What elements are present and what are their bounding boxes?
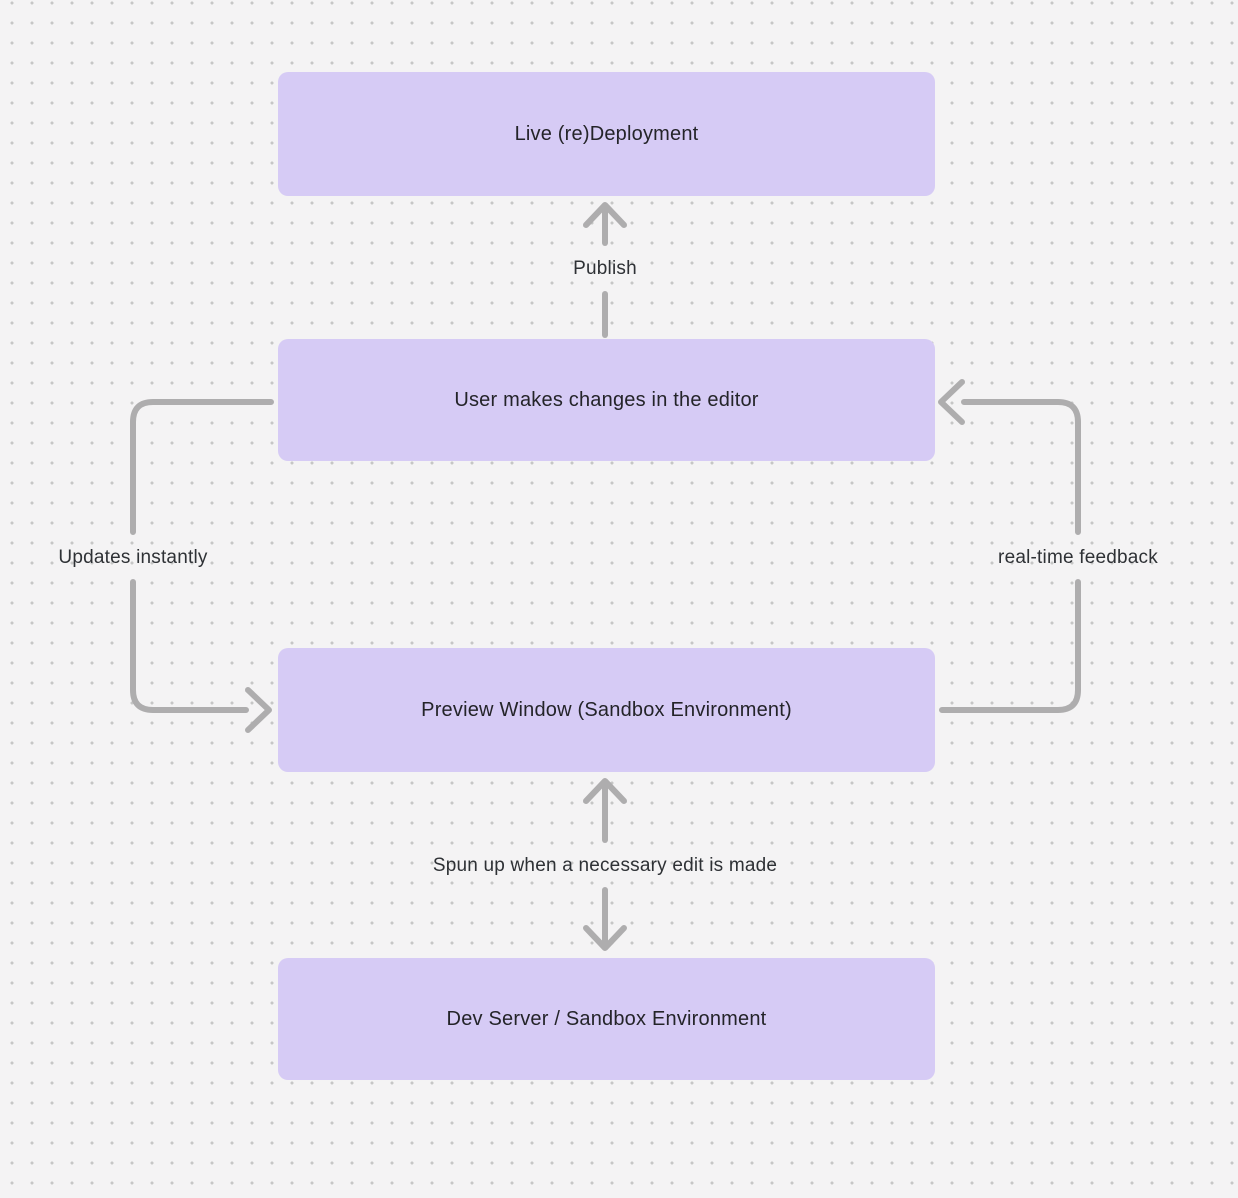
node-user-editor[interactable]: User makes changes in the editor: [278, 339, 935, 461]
node-live-redeployment[interactable]: Live (re)Deployment: [278, 72, 935, 196]
node-preview-window[interactable]: Preview Window (Sandbox Environment): [278, 648, 935, 772]
arrowhead-right-icon: [245, 687, 272, 733]
arrowhead-up-icon: [583, 778, 627, 804]
arrow-line: [130, 399, 274, 535]
node-dev-server[interactable]: Dev Server / Sandbox Environment: [278, 958, 935, 1080]
arrow-line: [130, 579, 249, 713]
node-label: Preview Window (Sandbox Environment): [421, 698, 792, 721]
arrowhead-up-icon: [583, 202, 627, 228]
edge-label-real-time-feedback: real-time feedback: [998, 547, 1158, 568]
arrowhead-left-icon: [938, 379, 965, 425]
arrow-line: [939, 579, 1081, 713]
node-label: Live (re)Deployment: [514, 122, 699, 145]
edge-label-spun-up: Spun up when a necessary edit is made: [432, 855, 778, 876]
edge-label-publish: Publish: [573, 258, 637, 279]
arrowhead-down-icon: [583, 925, 627, 951]
node-label: Dev Server / Sandbox Environment: [446, 1007, 767, 1030]
edge-label-updates-instantly: Updates instantly: [58, 547, 208, 568]
node-label: User makes changes in the editor: [454, 388, 759, 411]
arrow-line: [961, 399, 1081, 535]
edge-real-time-feedback: [938, 379, 1081, 713]
